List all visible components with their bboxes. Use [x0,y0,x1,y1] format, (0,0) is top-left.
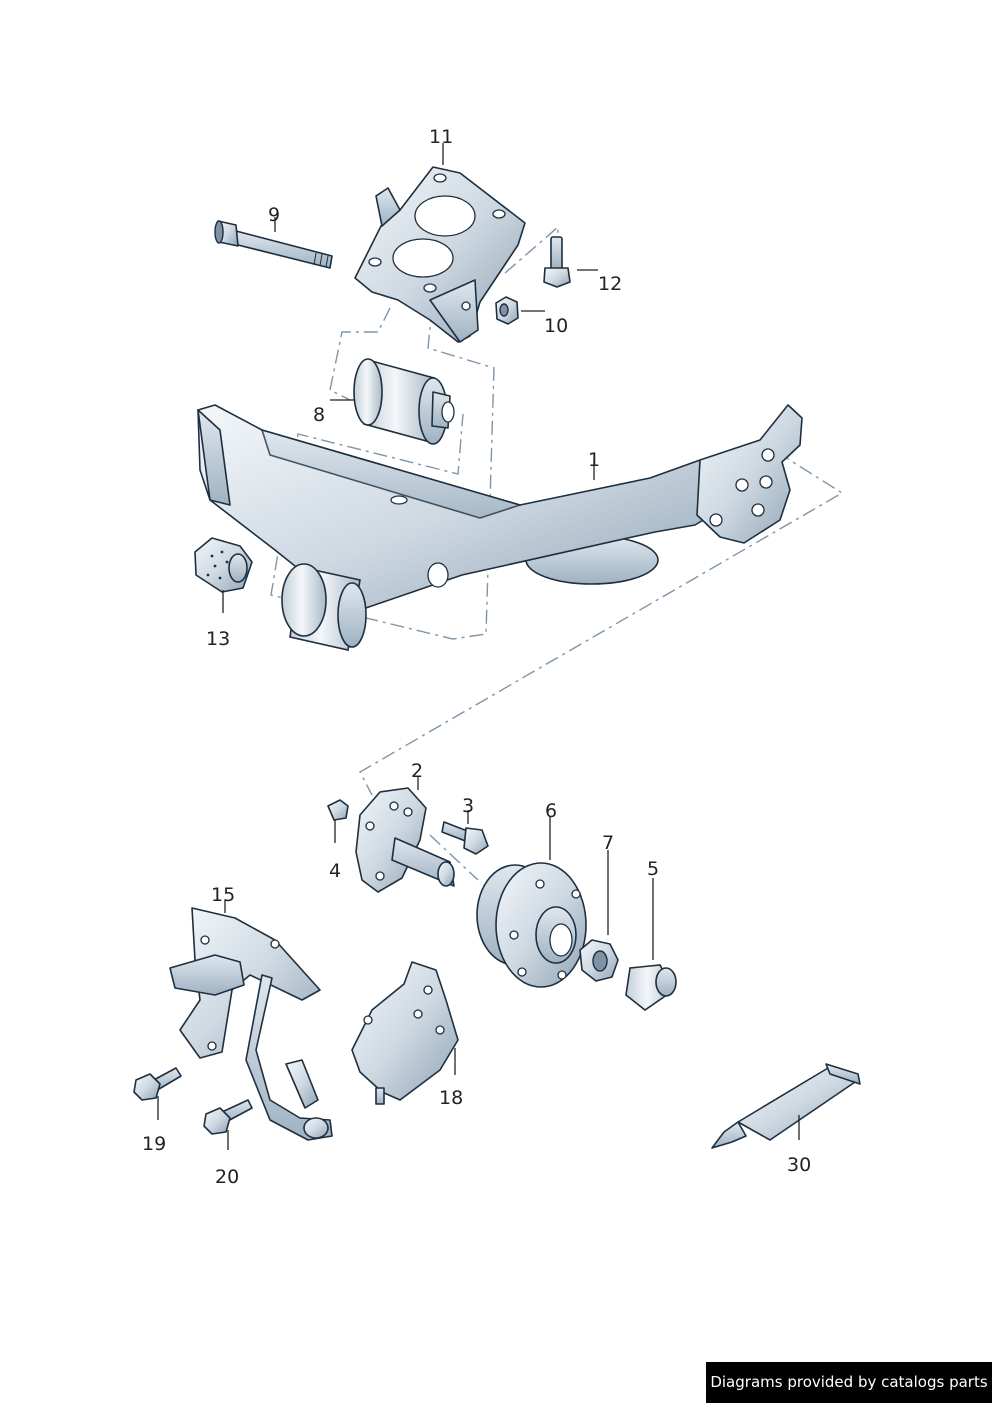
label-part-20: 20 [215,1166,239,1188]
label-part-6: 6 [545,800,557,822]
leader-lines [157,143,800,1150]
axle-beam-part-1 [197,404,803,651]
label-part-5: 5 [647,858,659,880]
bolt-part-9 [214,220,333,269]
nut-part-10 [495,296,519,325]
label-part-4: 4 [329,860,341,882]
grease-cap-part-5 [625,964,677,1011]
bolt-part-3 [441,821,489,855]
label-part-12: 12 [598,273,622,295]
stub-axle-part-2 [355,787,455,893]
label-part-10: 10 [544,315,568,337]
bracket-part-18 [351,961,459,1105]
part-labels: 11 9 12 10 8 1 13 2 3 4 6 7 5 15 18 19 2… [142,126,811,1188]
label-part-15: 15 [211,884,235,906]
credit-banner: Diagrams provided by catalogs parts [706,1362,992,1403]
wheel-hub-part-6 [476,862,587,988]
label-part-9: 9 [268,204,280,226]
label-part-18: 18 [439,1087,463,1109]
bolt-part-12 [543,236,571,288]
grease-tube-part-30 [711,1063,861,1149]
cap-part-4 [327,799,349,821]
label-part-8: 8 [313,404,325,426]
label-part-11: 11 [429,126,453,148]
label-part-7: 7 [602,832,614,854]
bolt-part-19 [133,1067,182,1101]
bracket-part-11 [354,166,526,343]
label-part-13: 13 [206,628,230,650]
label-part-2: 2 [411,760,423,782]
label-part-1: 1 [588,449,600,471]
label-part-3: 3 [462,795,474,817]
bush-part-8 [353,358,455,445]
label-part-19: 19 [142,1133,166,1155]
hub-nut-part-7 [579,939,619,982]
bolt-part-20 [203,1099,253,1135]
label-part-30: 30 [787,1154,811,1176]
bump-stop-part-13 [194,537,253,593]
level-sender-part-15 [169,907,333,1141]
